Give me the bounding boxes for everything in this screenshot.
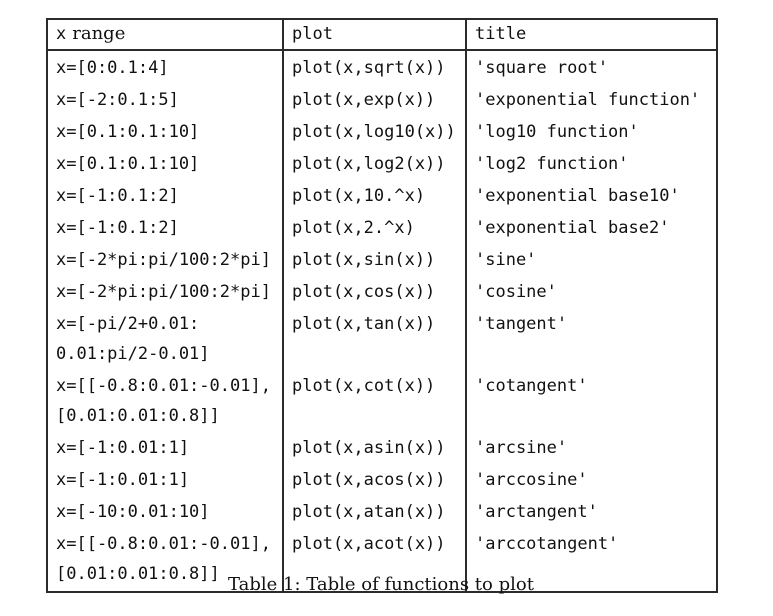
table-row: x=[[-0.8:0.01:-0.01], [0.01:0.01:0.8]] plo…: [47, 527, 717, 592]
x-range-line: x=[[-0.8:0.01:-0.01],: [56, 534, 271, 554]
header-range-label: range: [72, 23, 126, 44]
x-range-line: x=[0:0.1:4]: [56, 58, 169, 78]
x-range-line: x=[-pi/2+0.01:: [56, 314, 200, 334]
table-row: x=[0:0.1:4] plot(x,sqrt(x))'square root': [47, 50, 717, 83]
plot-command-cell: plot(x,atan(x)): [282, 495, 466, 527]
plot-title-cell: 'arctangent': [465, 495, 717, 527]
x-range-cell: x=[[-0.8:0.01:-0.01], [0.01:0.01:0.8]]: [47, 369, 283, 431]
table-row: x=[0.1:0.1:10] plot(x,log2(x))'log2 funct…: [47, 147, 717, 179]
plot-title-cell: 'cotangent': [465, 369, 717, 431]
x-range-line: x=[-2*pi:pi/100:2*pi]: [56, 250, 271, 270]
table-row: x=[-2*pi:pi/100:2*pi] plot(x,cos(x))'cosi…: [47, 275, 717, 307]
x-range-line: x=[-10:0.01:10]: [56, 502, 210, 522]
x-range-cell: x=[-2*pi:pi/100:2*pi]: [47, 243, 283, 275]
x-range-line: x=[-2*pi:pi/100:2*pi]: [56, 282, 271, 302]
x-range-cell: x=[-1:0.1:2]: [47, 211, 283, 243]
plot-command-cell: plot(x,log10(x)): [282, 115, 466, 147]
table-row: x=[[-0.8:0.01:-0.01], [0.01:0.01:0.8]] plo…: [47, 369, 717, 431]
table-body: x=[0:0.1:4]plot(x,sqrt(x))'square root'x…: [47, 50, 717, 592]
table-row: x=[-2*pi:pi/100:2*pi] plot(x,sin(x))'sine…: [47, 243, 717, 275]
plot-command-cell: plot(x,10.^x): [282, 179, 466, 211]
x-range-line: x=[0.1:0.1:10]: [56, 154, 200, 174]
x-range-line: [0.01:0.01:0.8]]: [56, 406, 220, 426]
x-range-cell: x=[-10:0.01:10]: [47, 495, 283, 527]
table-row: x=[-10:0.01:10] plot(x,atan(x))'arctangen…: [47, 495, 717, 527]
plot-command-cell: plot(x,tan(x)): [282, 307, 466, 369]
x-range-cell: x=[-2:0.1:5]: [47, 83, 283, 115]
plot-command-cell: plot(x,log2(x)): [282, 147, 466, 179]
x-range-line: x=[-1:0.01:1]: [56, 470, 190, 490]
x-range-cell: x=[0.1:0.1:10]: [47, 147, 283, 179]
plot-command-cell: plot(x,sin(x)): [282, 243, 466, 275]
header-x-code: x: [56, 24, 67, 44]
plot-command-cell: plot(x,acot(x)): [282, 527, 466, 592]
x-range-line: x=[0.1:0.1:10]: [56, 122, 200, 142]
x-range-line: 0.01:pi/2-0.01]: [56, 344, 210, 364]
plot-title-cell: 'tangent': [465, 307, 717, 369]
plot-title-cell: 'exponential base2': [465, 211, 717, 243]
plot-command-cell: plot(x,2.^x): [282, 211, 466, 243]
table-caption: Table 1: Table of functions to plot: [228, 574, 534, 595]
x-range-cell: x=[0.1:0.1:10]: [47, 115, 283, 147]
plot-command-cell: plot(x,sqrt(x)): [282, 50, 466, 83]
col-header-plot: plot: [282, 19, 466, 51]
plot-command-cell: plot(x,exp(x)): [282, 83, 466, 115]
table-row: x=[0.1:0.1:10] plot(x,log10(x))'log10 fun…: [47, 115, 717, 147]
plot-title-cell: 'sine': [465, 243, 717, 275]
x-range-line: x=[-2:0.1:5]: [56, 90, 179, 110]
plot-title-cell: 'arccosine': [465, 463, 717, 495]
plot-title-cell: 'cosine': [465, 275, 717, 307]
table-row: x=[-1:0.01:1] plot(x,asin(x))'arcsine': [47, 431, 717, 463]
plot-command-cell: plot(x,asin(x)): [282, 431, 466, 463]
plot-command-cell: plot(x,acos(x)): [282, 463, 466, 495]
plot-title-cell: 'arcsine': [465, 431, 717, 463]
plot-command-cell: plot(x,cot(x)): [282, 369, 466, 431]
x-range-line: x=[[-0.8:0.01:-0.01],: [56, 376, 271, 396]
plot-title-cell: 'exponential function': [465, 83, 717, 115]
x-range-cell: x=[0:0.1:4]: [47, 50, 283, 83]
plot-command-cell: plot(x,cos(x)): [282, 275, 466, 307]
table-row: x=[-pi/2+0.01: 0.01:pi/2-0.01] plot(x,tan(…: [47, 307, 717, 369]
plot-title-cell: 'log10 function': [465, 115, 717, 147]
x-range-line: x=[-1:0.1:2]: [56, 218, 179, 238]
table-row: x=[-1:0.1:2] plot(x,2.^x)'exponential bas…: [47, 211, 717, 243]
x-range-cell: x=[[-0.8:0.01:-0.01], [0.01:0.01:0.8]]: [47, 527, 283, 592]
x-range-cell: x=[-1:0.01:1]: [47, 431, 283, 463]
table-row: x=[-2:0.1:5] plot(x,exp(x))'exponential f…: [47, 83, 717, 115]
x-range-cell: x=[-1:0.1:2]: [47, 179, 283, 211]
plot-title-cell: 'exponential base10': [465, 179, 717, 211]
x-range-cell: x=[-1:0.01:1]: [47, 463, 283, 495]
plot-title-cell: 'square root': [465, 50, 717, 83]
x-range-line: x=[-1:0.1:2]: [56, 186, 179, 206]
table-row: x=[-1:0.1:2] plot(x,10.^x)'exponential ba…: [47, 179, 717, 211]
col-header-title: title: [465, 19, 717, 51]
plot-title-cell: 'log2 function': [465, 147, 717, 179]
table-row: x=[-1:0.01:1] plot(x,acos(x))'arccosine': [47, 463, 717, 495]
x-range-cell: x=[-2*pi:pi/100:2*pi]: [47, 275, 283, 307]
x-range-line: [0.01:0.01:0.8]]: [56, 564, 220, 584]
plot-title-cell: 'arccotangent': [465, 527, 717, 592]
x-range-line: x=[-1:0.01:1]: [56, 438, 190, 458]
x-range-cell: x=[-pi/2+0.01: 0.01:pi/2-0.01]: [47, 307, 283, 369]
